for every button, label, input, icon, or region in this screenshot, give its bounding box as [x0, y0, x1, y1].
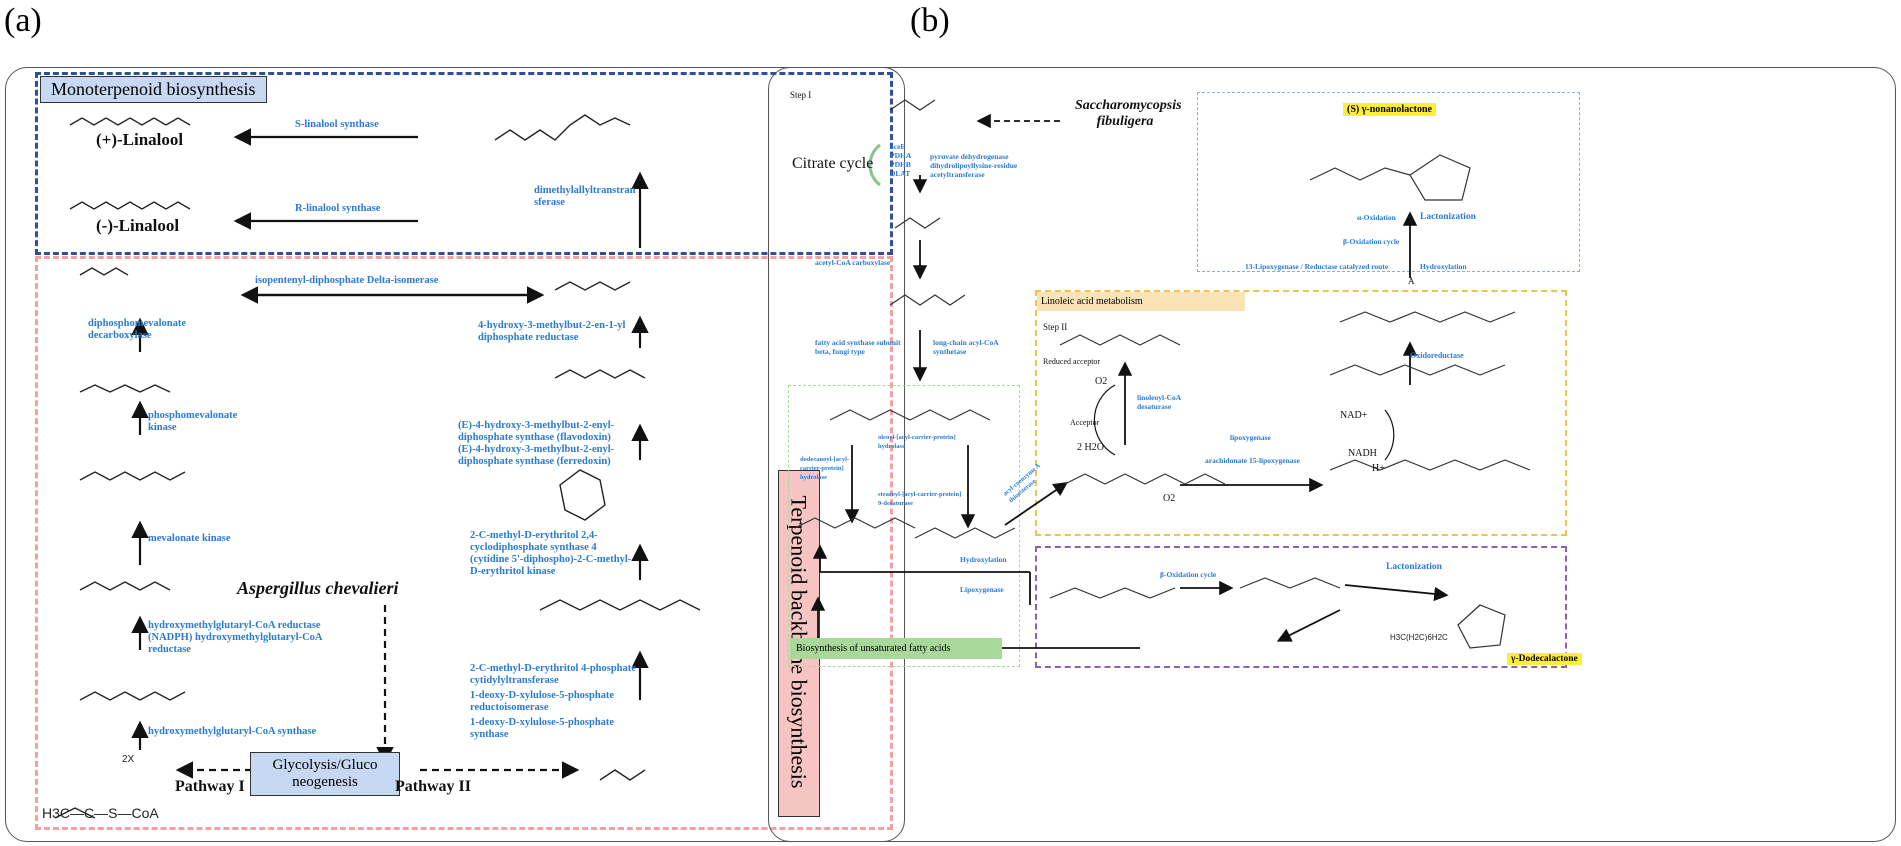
beta-oxidation-bottom: β-Oxidation cycle: [1160, 570, 1217, 579]
pathway-2-label: Pathway II: [395, 778, 472, 795]
acceptor-label: Acceptor: [1070, 418, 1100, 427]
hydroxylation-bottom: Hydroxylation: [960, 555, 1007, 564]
mecdp-synthase: 2-C-methyl-D-erythritol 2,4-cyclodiphosp…: [470, 530, 632, 577]
hmgs-enzyme: hydroxymethylglutaryl-CoA synthase: [148, 726, 317, 737]
mvd-enzyme: diphosphomevalonate decarboxylase: [88, 318, 187, 341]
panel-a-frame: [5, 67, 905, 842]
r-linalool-synthase: R-linalool synthase: [295, 203, 381, 214]
stearoyl-desaturase: stearoyl-[acyl-carrier-protein] 9-desatu…: [878, 491, 962, 507]
dodecalactone-box: [1035, 546, 1567, 668]
panel-b-frame: [768, 67, 1896, 842]
h2o-label: 2 H2O: [1077, 442, 1104, 453]
step-1-label: Step I: [790, 90, 812, 100]
dodecalactone-title: γ-Dodecalactone: [1507, 653, 1582, 665]
unsaturated-box: [788, 385, 1020, 667]
dodecanoyl-hydrolase: dodecanoyl-[acyl-carrier-protein] hydrol…: [800, 456, 850, 481]
oleoyl-hydrolase: oleoyl-[acyl-carrier-protein] hydrolase: [878, 434, 956, 450]
pdh-enzymes: pyruvate dehydrogenase dihydrolipoyllysi…: [930, 152, 1018, 179]
h-plus-label: H+: [1372, 463, 1385, 474]
pathway-1-label: Pathway I: [175, 778, 245, 795]
beta-oxidation-cycle: β-Oxidation cycle: [1343, 237, 1400, 246]
acetyl-coa: H3C—C—S—CoA: [42, 805, 159, 821]
dxr-enzyme: 1-deoxy-D-xylulose-5-phosphate reductois…: [470, 690, 615, 713]
hydroxylation-top: Hydroxylation: [1420, 262, 1467, 271]
lipoxygenase-bottom: Lipoxygenase: [960, 585, 1004, 594]
idi-enzyme: isopentenyl-diphosphate Delta-isomerase: [255, 275, 439, 286]
backbone-box: [35, 256, 893, 830]
linalool-minus-label: (-)-Linalool: [96, 216, 180, 235]
mvk-enzyme: mevalonate kinase: [148, 533, 231, 544]
nadh-label: NADH: [1348, 448, 1377, 459]
lipoxygenase: lipoxygenase: [1230, 433, 1271, 442]
mct-enzyme: 2-C-methyl-D-erythritol 4-phosphate cyti…: [470, 663, 636, 686]
o2-label-b: O2: [1163, 493, 1176, 504]
a-label: A: [1408, 276, 1415, 286]
hmgr-enzyme: hydroxymethylglutaryl-CoA reductase (NAD…: [148, 620, 322, 655]
nad-label: NAD+: [1340, 410, 1368, 421]
lactonization-top: Lactonization: [1420, 212, 1476, 222]
unsaturated-title: Biosynthesis of unsaturated fatty acids: [790, 638, 1002, 659]
monoterpenoid-title: Monoterpenoid biosynthesis: [40, 76, 267, 103]
lactonization-bottom: Lactonization: [1386, 562, 1442, 572]
two-x-label: 2X: [122, 754, 135, 765]
monoterpenoid-box: [35, 72, 893, 255]
acc-enzyme: acetyl-CoA carboxylase: [815, 258, 891, 267]
s-linalool-synthase: S-linalool synthase: [295, 119, 379, 130]
glycolysis-box: Glycolysis/Gluco neogenesis: [250, 752, 400, 796]
hmbpp-reductase: 4-hydroxy-3-methylbut-2-en-1-yl diphosph…: [478, 320, 626, 343]
panel-b-label: (b): [910, 2, 950, 39]
nonanolactone-box: [1197, 92, 1580, 272]
dxs-enzyme: 1-deoxy-D-xylulose-5-phosphate synthase: [470, 717, 615, 740]
o2-label: O2: [1095, 376, 1108, 387]
linalool-plus-label: (+)-Linalool: [96, 130, 184, 149]
reduced-acceptor: Reduced acceptor: [1043, 357, 1101, 366]
linoleoyl-desaturase: linoleoyl-CoA desaturase: [1137, 393, 1181, 411]
alpha-oxidation: α-Oxidation: [1357, 213, 1396, 222]
dimethylallyltransferase: dimethylallyltranstran sferase: [534, 185, 636, 208]
citrate-cycle-label: Citrate cycle: [792, 155, 874, 172]
oxidoreductase: Oxidoreductase: [1410, 351, 1464, 360]
aspergillus-organism: Aspergillus chevalieri: [237, 578, 399, 598]
nonanolactone-title: (S) γ-nonanolactone: [1343, 103, 1436, 116]
lox-route: 13-Lipoxygenase / Reductase catalyzed ro…: [1245, 262, 1389, 271]
linoleic-box: [1035, 290, 1567, 536]
panel-a-label: (a): [4, 2, 42, 39]
saccharomycopsis-organism: Saccharomycopsis fibuligera: [1075, 98, 1182, 129]
fas-enzyme: fatty acid synthase subunit beta, fungi …: [815, 338, 901, 356]
hmbpp-synthase: (E)-4-hydroxy-3-methylbut-2-enyl-diphosp…: [458, 420, 615, 467]
pdh-genes: aceE PDHA PDHB DLAT: [890, 142, 911, 178]
arachidonate-lox: arachidonate 15-lipoxygenase: [1205, 456, 1300, 465]
pmk-enzyme: phosphomevalonate kinase: [148, 410, 238, 433]
chain-label: H3C(H2C)6H2C: [1390, 633, 1448, 642]
linoleic-title: Linoleic acid metabolism: [1037, 292, 1245, 311]
lcac-enzyme: long-chain acyl-CoA synthetase: [933, 338, 999, 356]
step-2-label: Step II: [1043, 322, 1068, 332]
